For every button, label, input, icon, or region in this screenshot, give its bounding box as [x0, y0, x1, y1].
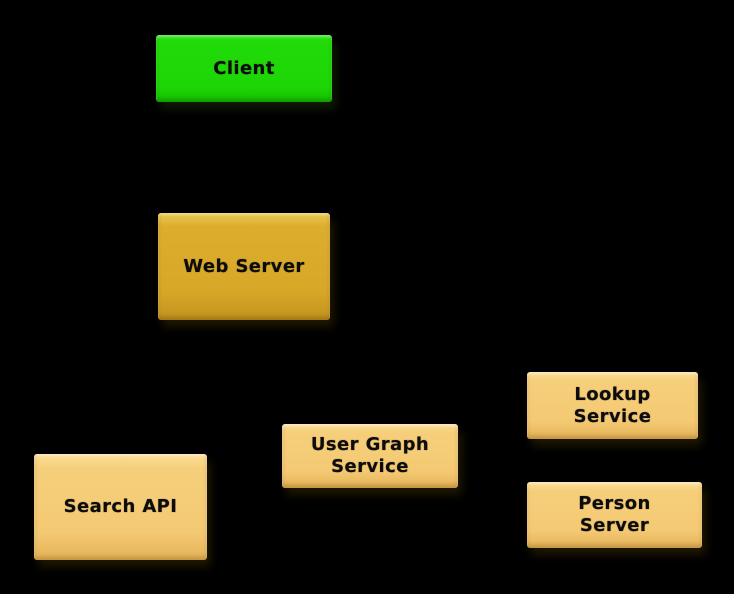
node-person-server-label: Person Server	[578, 493, 651, 536]
node-lookup-service-label: Lookup Service	[573, 383, 652, 427]
node-lookup-service: Lookup Service	[527, 372, 698, 439]
node-user-graph-service: User Graph Service	[282, 424, 458, 488]
node-client-label: Client	[213, 57, 275, 79]
node-search-api-label: Search API	[63, 496, 178, 517]
node-web-server-label: Web Server	[183, 255, 305, 277]
node-client: Client	[156, 35, 332, 102]
node-search-api: Search API	[34, 454, 207, 560]
node-person-server: Person Server	[527, 482, 702, 548]
node-user-graph-service-label: User Graph Service	[310, 434, 430, 477]
node-web-server: Web Server	[158, 213, 330, 320]
